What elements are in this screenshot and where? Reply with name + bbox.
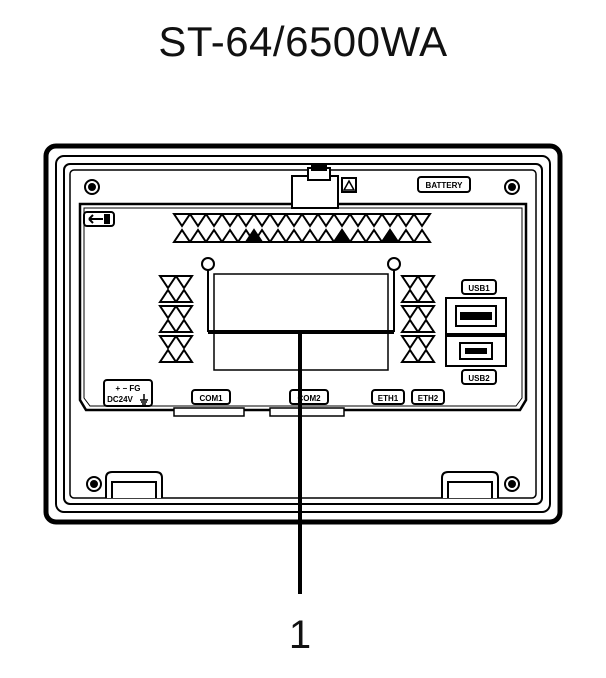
battery-label: BATTERY xyxy=(426,181,464,190)
usb2-port: USB2 xyxy=(445,335,507,385)
bottom-mounting-slots xyxy=(105,471,499,498)
device-housing xyxy=(43,143,563,525)
power-connector: + − FG DC24V xyxy=(103,379,153,407)
mounting-screw-icon xyxy=(84,179,520,492)
battery-compartment xyxy=(291,163,339,209)
com2-label: COM2 xyxy=(297,394,321,403)
eth2-label: ETH2 xyxy=(418,394,439,403)
battery-label-box: BATTERY xyxy=(417,176,471,193)
usb1-port: USB1 xyxy=(445,279,507,335)
com1-label: COM1 xyxy=(199,394,223,403)
power-polarity-label: + − FG xyxy=(116,384,141,393)
ventilation-slots-icon xyxy=(172,213,432,243)
callout-number: 1 xyxy=(289,613,311,657)
usb1-label: USB1 xyxy=(468,284,490,293)
arrow-icon xyxy=(83,211,115,227)
page-title: ST-64/6500WA xyxy=(158,18,448,65)
ventilation-slots-icon xyxy=(158,275,436,363)
power-voltage-label: DC24V xyxy=(107,395,133,404)
com1-port: COM1 xyxy=(173,389,245,417)
com2-port: COM2 xyxy=(269,389,345,417)
eth1-port: ETH1 xyxy=(371,389,405,405)
ground-icon xyxy=(140,394,148,405)
warning-icon xyxy=(341,177,357,193)
eth1-label: ETH1 xyxy=(378,394,399,403)
eth2-port: ETH2 xyxy=(411,389,445,405)
back-cover xyxy=(78,202,528,412)
usb2-label: USB2 xyxy=(468,374,490,383)
